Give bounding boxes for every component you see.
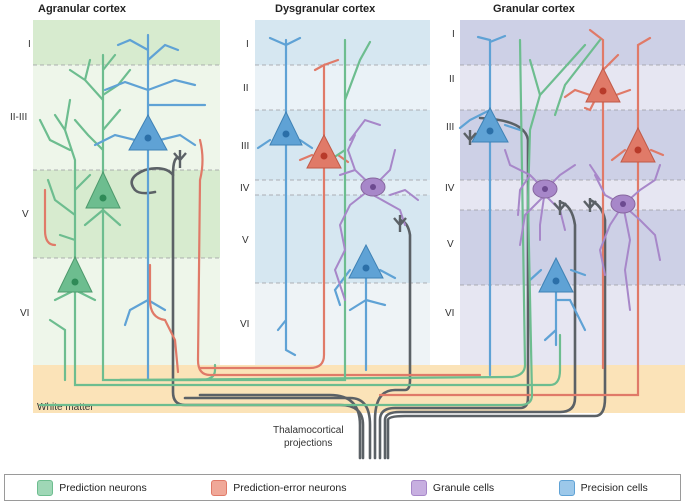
dysgranular-panel xyxy=(255,20,430,365)
agranular-panel xyxy=(33,20,220,365)
thalamocortical-terminals xyxy=(173,130,597,215)
legend-label: Prediction neurons xyxy=(59,481,147,494)
granular-layer-label: II xyxy=(449,74,455,85)
legend-label: Precision cells xyxy=(580,481,648,494)
dysgranular-error-dendrites xyxy=(198,58,350,370)
legend-label: Granule cells xyxy=(432,481,495,494)
dysgranular-somata xyxy=(269,110,386,279)
granular-layer-label: I xyxy=(452,29,455,40)
dysgranular-layer-label: II xyxy=(243,83,249,94)
granular-error-dendrites xyxy=(378,28,665,397)
dysgranular-title: Dysgranular cortex xyxy=(275,3,376,15)
legend-item-granule: Granule cells xyxy=(410,479,495,496)
granular-layer-label: III xyxy=(446,122,454,133)
legend: Prediction neurons Prediction-error neur… xyxy=(4,474,681,501)
dysgranular-granule-dendrites xyxy=(333,118,419,301)
granule-swatch xyxy=(410,479,427,496)
prediction-neuron-soma xyxy=(85,170,121,209)
granular-layer-label: IV xyxy=(445,183,455,194)
prediction-error-neuron-soma xyxy=(585,66,621,103)
dysgranular-layer-label: I xyxy=(246,39,249,50)
agranular-error-axons xyxy=(43,138,482,377)
agranular-layer-v-band xyxy=(33,170,220,258)
dysgranular-precision-dendrites xyxy=(256,36,397,372)
dysgranular-layer-label: IV xyxy=(240,183,250,194)
thalamocortical-label: projections xyxy=(284,438,332,449)
layer-boundaries xyxy=(33,64,685,286)
dysgranular-layer-label: VI xyxy=(240,319,249,330)
agranular-layer-label: I xyxy=(28,39,31,50)
agranular-somata xyxy=(57,113,168,293)
agranular-layer-label: VI xyxy=(20,308,29,319)
precision-cell-soma xyxy=(348,243,384,279)
granular-layer-label: VI xyxy=(445,308,454,319)
precision-cell-soma xyxy=(471,106,509,143)
white-matter-label: White matter xyxy=(37,402,94,413)
legend-item-precision: Precision cells xyxy=(558,479,648,496)
granular-layer-label: V xyxy=(447,239,454,250)
precision-cell-soma xyxy=(128,113,168,151)
granular-prediction-dendrites xyxy=(38,38,602,407)
agranular-precision-dendrites xyxy=(93,33,207,382)
agranular-layer-label: II-III xyxy=(10,112,27,123)
prediction-error-neuron-soma xyxy=(620,126,656,163)
legend-item-prediction-error: Prediction-error neurons xyxy=(211,479,347,496)
dysgranular-layer-label: V xyxy=(242,235,249,246)
prediction-swatch xyxy=(37,479,54,496)
precision-cell-soma xyxy=(538,256,574,293)
granular-panel xyxy=(460,20,685,365)
dysgranular-layer-label: III xyxy=(241,141,249,152)
legend-item-prediction: Prediction neurons xyxy=(37,479,147,496)
granular-title: Granular cortex xyxy=(493,3,576,15)
prediction-error-neuron-soma xyxy=(306,133,342,169)
granular-somata xyxy=(471,66,656,293)
granular-precision-dendrites xyxy=(458,34,587,377)
agranular-layer-label: V xyxy=(22,209,29,220)
prediction-neuron-soma xyxy=(57,255,93,293)
precision-swatch xyxy=(558,479,575,496)
precision-cell-soma xyxy=(269,110,303,146)
legend-label: Prediction-error neurons xyxy=(233,481,347,494)
thalamocortical-label: Thalamocortical xyxy=(273,425,344,436)
thalamocortical-terminal xyxy=(393,215,407,232)
agranular-title: Agranular cortex xyxy=(38,3,127,15)
prediction-error-swatch xyxy=(211,479,228,496)
